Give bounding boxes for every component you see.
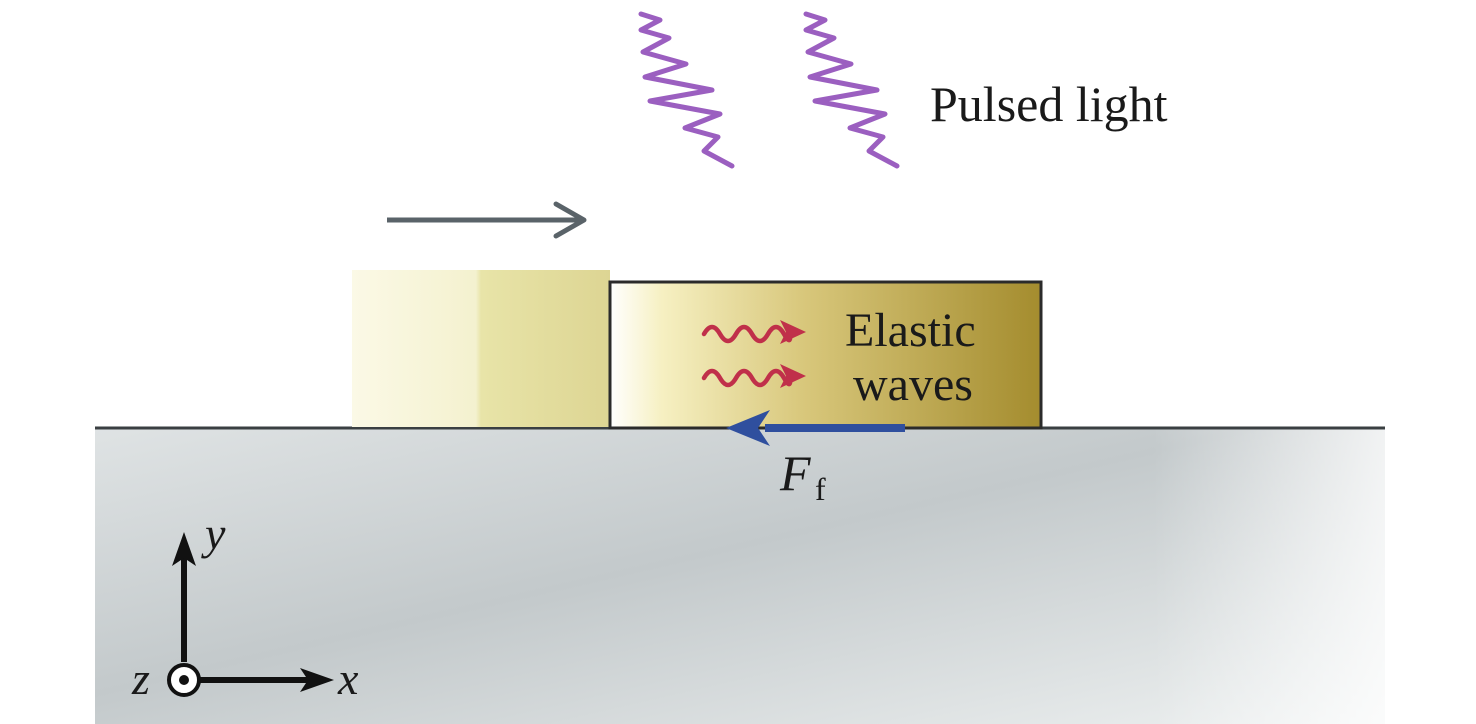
pulse-wave-icon (803, 11, 900, 169)
pulsed-light-label: Pulsed light (930, 76, 1168, 132)
elastic-wave-icon (701, 364, 806, 388)
elastic-label-line1: Elastic (845, 304, 976, 357)
axis-y-label: y (201, 508, 226, 559)
pulse-wave-icon (638, 11, 735, 169)
sliding-block (608, 280, 1043, 430)
axis-x-label: x (337, 653, 359, 704)
friction-arrow (726, 410, 905, 446)
elastic-label-line2: waves (853, 358, 973, 411)
axis-z-label: z (131, 653, 150, 704)
friction-symbol: F (779, 445, 811, 501)
coordinate-axes (167, 532, 334, 697)
elastic-wave-icon (701, 320, 806, 344)
motion-arrow (387, 201, 587, 239)
friction-subscript: f (815, 471, 826, 507)
ghost-block (352, 270, 610, 427)
